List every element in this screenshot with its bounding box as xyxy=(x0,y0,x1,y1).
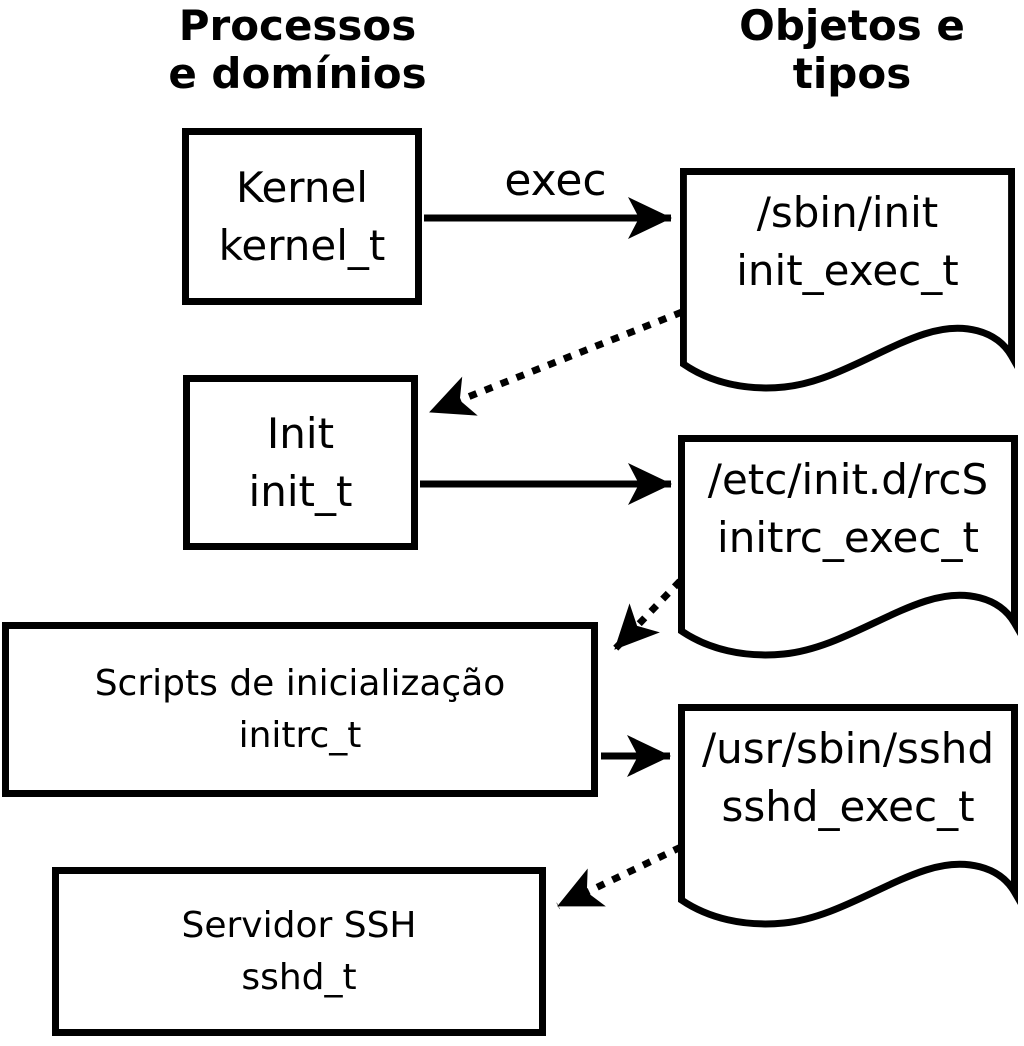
domain-type-label: init_t xyxy=(248,466,353,516)
process-label: Init xyxy=(266,408,335,458)
document-shape-icon xyxy=(680,168,1015,392)
document-shape-icon xyxy=(678,435,1018,659)
object-doc-text: /usr/sbin/sshd sshd_exec_t xyxy=(678,720,1018,836)
object-doc-sbin-init: /sbin/init init_exec_t xyxy=(680,168,1015,392)
process-label: Scripts de inicialização xyxy=(94,663,506,705)
object-doc-text: /sbin/init init_exec_t xyxy=(680,184,1015,300)
process-label: Servidor SSH xyxy=(181,905,417,947)
document-shape-icon xyxy=(678,704,1018,928)
object-type-label: sshd_exec_t xyxy=(721,781,975,831)
object-type-label: init_exec_t xyxy=(736,245,959,295)
object-type-label: initrc_exec_t xyxy=(717,512,979,562)
header-line: tipos xyxy=(792,48,912,98)
column-header-objects: Objetos e tipos xyxy=(682,2,1022,98)
object-doc-etc-initd-rcs: /etc/init.d/rcS initrc_exec_t xyxy=(678,435,1018,659)
header-line: e domínios xyxy=(168,48,427,98)
column-header-processes: Processos e domínios xyxy=(125,2,470,98)
object-path-label: /etc/init.d/rcS xyxy=(707,455,989,504)
domain-type-label: initrc_t xyxy=(238,714,362,756)
transition-arrow-sshd-to-ssh-server xyxy=(556,843,683,910)
object-doc-text: /etc/init.d/rcS initrc_exec_t xyxy=(678,451,1018,567)
domain-type-label: sshd_t xyxy=(241,956,357,998)
process-box-init-scripts: Scripts de inicialização initrc_t xyxy=(2,622,598,797)
process-label: Kernel xyxy=(236,162,368,212)
object-path-label: /sbin/init xyxy=(756,188,939,237)
header-line: Objetos e xyxy=(739,1,965,50)
object-path-label: /usr/sbin/sshd xyxy=(701,724,995,773)
process-box-kernel: Kernel kernel_t xyxy=(182,128,422,305)
process-box-ssh-server: Servidor SSH sshd_t xyxy=(52,867,546,1036)
process-box-init: Init init_t xyxy=(183,375,418,550)
domain-type-label: kernel_t xyxy=(218,220,386,270)
transition-arrow-sbin-init-to-init xyxy=(428,308,684,416)
exec-arrow-label: exec xyxy=(504,155,607,206)
header-line: Processos xyxy=(178,1,417,50)
transition-arrow-rcs-to-scripts xyxy=(612,578,683,652)
object-doc-usr-sbin-sshd: /usr/sbin/sshd sshd_exec_t xyxy=(678,704,1018,928)
